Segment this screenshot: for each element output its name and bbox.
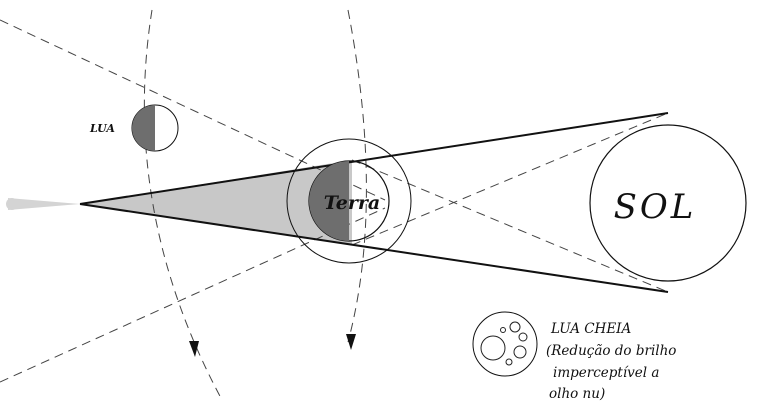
orbit-arrow-right-icon — [346, 334, 356, 350]
sun-tangent-upper — [79, 112, 669, 205]
sun-tangent-lower — [79, 203, 669, 293]
sun-label: SOL — [614, 187, 697, 227]
full-moon-note-line-1: (Redução do brilho — [546, 343, 676, 359]
ray-lower-left — [0, 207, 386, 383]
penumbra-tail-tip — [6, 198, 18, 210]
moon-orbit-arc-inner — [347, 9, 367, 343]
full-moon-note-line-2: imperceptível a — [553, 365, 659, 381]
earth-label: Terra — [324, 192, 380, 214]
full-moon-title: LUA CHEIA — [550, 321, 632, 337]
sun-disk — [589, 124, 747, 282]
full-moon-note-line-3: olho nu) — [549, 386, 605, 402]
earth-dark-half — [309, 161, 349, 241]
full-moon-icon — [472, 311, 538, 377]
penumbra-cone — [80, 160, 352, 245]
ray-upper-left — [0, 19, 386, 201]
moon-dark-half — [132, 105, 155, 151]
penumbra-tail — [8, 198, 80, 210]
orbit-arrow-left-icon — [189, 341, 199, 357]
ray-upper-sun — [351, 159, 669, 293]
moon-label: LUA — [89, 122, 115, 135]
earth-outer-ring — [286, 138, 412, 264]
ray-lower-sun — [351, 112, 669, 246]
